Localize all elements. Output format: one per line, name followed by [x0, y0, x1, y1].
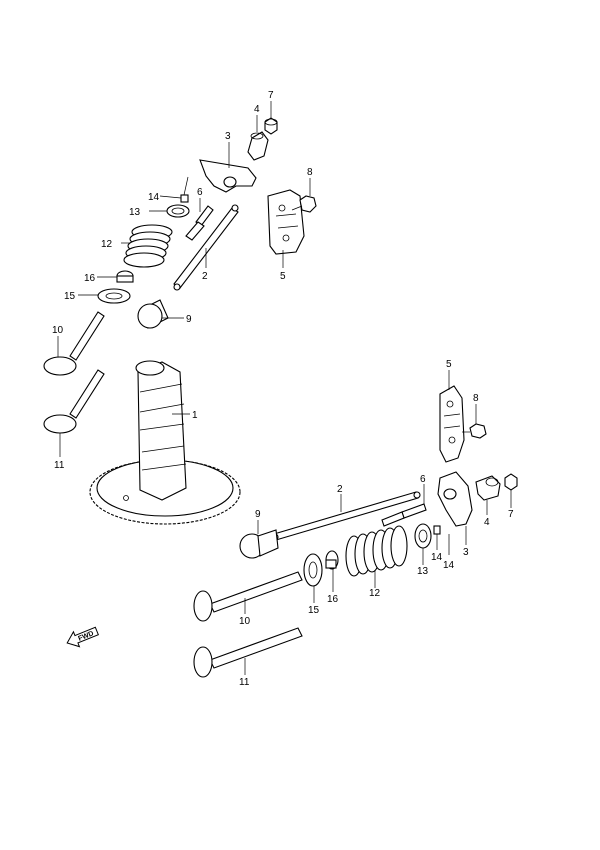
- callout-11-lower: 11: [239, 677, 250, 688]
- callout-5-lower: 5: [446, 359, 452, 370]
- fwd-label: FWD: [77, 630, 94, 642]
- callout-4-upper: 4: [254, 104, 260, 115]
- callout-5-upper: 5: [280, 271, 286, 282]
- part-16-cap-upper: [116, 270, 134, 283]
- lower-leader-lines: [244, 370, 512, 675]
- part-10-valve-lower: [193, 571, 303, 622]
- part-13-collar-lower: [414, 523, 432, 549]
- part-7-nut-upper: [264, 117, 278, 135]
- part-3-rocker-arm-upper: [199, 159, 257, 193]
- callout-6-lower: 6: [420, 474, 426, 485]
- part-1-camshaft: [135, 360, 187, 501]
- part-9-tappet-lower: [239, 529, 279, 559]
- callout-6-upper: 6: [197, 187, 203, 198]
- lower-callouts: 2 3 4 5 6 7 8 9 10 11 12 13 14 14 15 16: [239, 359, 514, 688]
- callout-15-upper: 15: [64, 291, 76, 302]
- part-4-adjuster-lower: [475, 475, 501, 501]
- part-13-collar-upper: [166, 204, 190, 218]
- callout-12-lower: 12: [369, 588, 381, 599]
- part-15-washer-lower: [303, 553, 323, 587]
- part-12-valve-spring-lower: [345, 525, 408, 577]
- callout-13-lower: 13: [417, 566, 429, 577]
- callout-16-upper: 16: [84, 273, 96, 284]
- part-10-valve-upper: [43, 311, 105, 376]
- part-5-bracket-upper: [267, 189, 305, 255]
- callout-14-lower-a: 14: [431, 552, 443, 563]
- callout-4-lower: 4: [484, 517, 490, 528]
- part-15-washer-upper: [97, 288, 131, 304]
- callout-7-lower: 7: [508, 509, 514, 520]
- callout-10-upper: 10: [52, 325, 64, 336]
- callout-9-lower: 9: [255, 509, 261, 520]
- callout-9-upper: 9: [186, 314, 192, 325]
- part-11-valve-lower: [193, 627, 303, 678]
- part-6-pivot-screw-lower: [381, 503, 427, 527]
- callout-8-upper: 8: [307, 167, 313, 178]
- part-3-rocker-arm-lower: [437, 471, 473, 527]
- part-16-cap-lower: [325, 550, 339, 570]
- part-14-retainer-upper: [180, 194, 189, 203]
- callout-16-lower: 16: [327, 594, 339, 605]
- part-9-tappet-upper: [137, 299, 169, 329]
- part-5-bracket-lower: [439, 385, 465, 463]
- upper-callouts: 1 2 3 4 5 6 7 8 9 10 11 12 13 14 15 16: [52, 90, 313, 471]
- callout-3-upper: 3: [225, 131, 231, 142]
- callout-2-lower: 2: [337, 484, 343, 495]
- fwd-arrow-icon: FWD: [66, 626, 99, 648]
- callout-14-lower-b: 14: [443, 560, 455, 571]
- callout-14-upper: 14: [148, 192, 160, 203]
- callout-8-lower: 8: [473, 393, 479, 404]
- part-7-nut-lower: [504, 473, 518, 491]
- callout-13-upper: 13: [129, 207, 141, 218]
- part-12-valve-spring-upper: [123, 224, 173, 268]
- part-14-retainer-lower: [433, 525, 441, 535]
- part-11-valve-upper: [43, 369, 105, 434]
- part-8-bolt-upper: [291, 195, 317, 213]
- callout-10-lower: 10: [239, 616, 251, 627]
- part-4-adjuster-upper: [247, 131, 269, 161]
- callout-1-upper: 1: [192, 410, 198, 421]
- callout-3-lower: 3: [463, 547, 469, 558]
- part-6-pivot-screw-upper: [185, 205, 214, 241]
- upper-leader-lines: [57, 101, 311, 457]
- callout-15-lower: 15: [308, 605, 320, 616]
- part-8-bolt-lower: [462, 423, 487, 439]
- callout-2-upper: 2: [202, 271, 208, 282]
- callout-11-upper: 11: [54, 460, 65, 471]
- callout-12-upper: 12: [101, 239, 113, 250]
- callout-7-upper: 7: [268, 90, 274, 101]
